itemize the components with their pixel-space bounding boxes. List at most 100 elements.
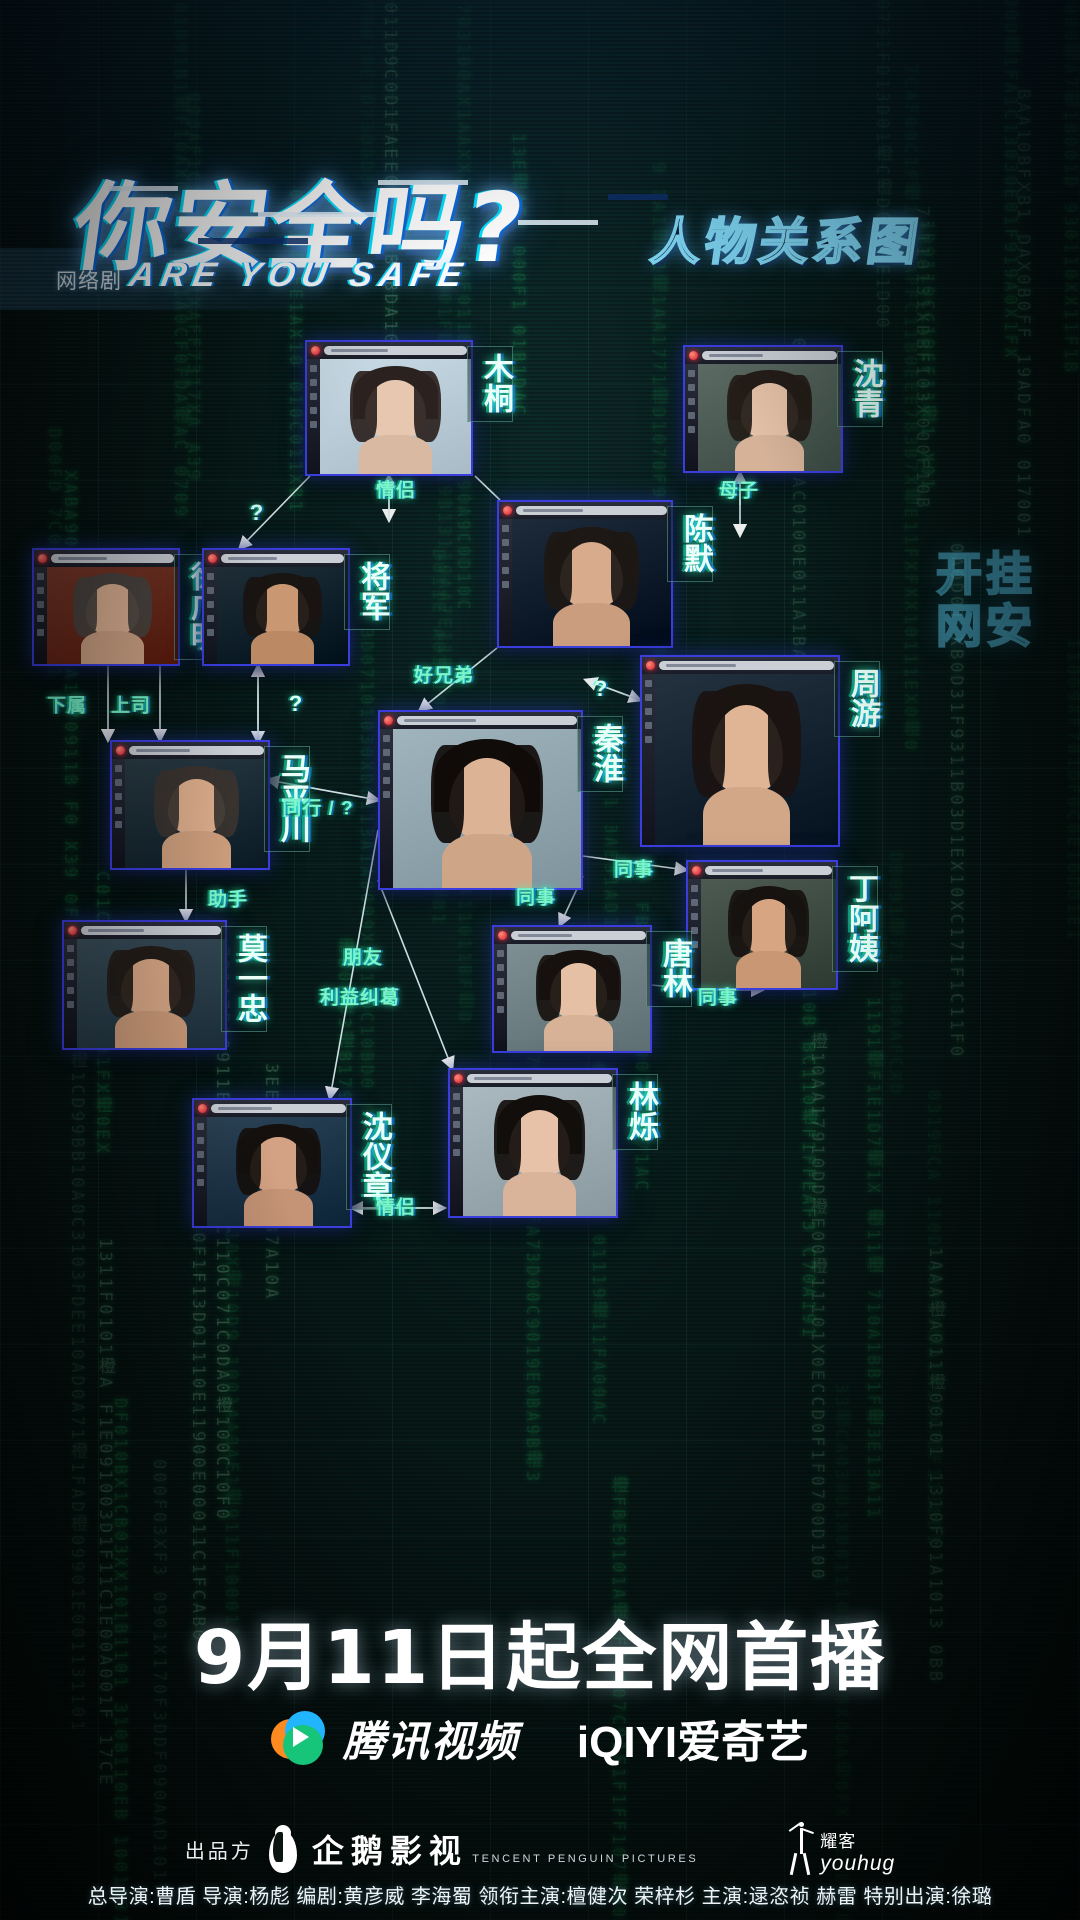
relation-label: ? — [289, 691, 303, 717]
address-bar[interactable] — [129, 746, 264, 755]
chart-icon — [207, 587, 214, 594]
iqiyi-logo[interactable]: iQIYI爱奇艺 — [577, 1706, 809, 1770]
chart-icon — [497, 964, 504, 971]
grid-icon — [453, 1121, 460, 1128]
chart-icon — [453, 1107, 460, 1114]
address-bar[interactable] — [324, 346, 467, 355]
relation-label: 同行 / ? — [282, 794, 353, 821]
browser-badge-icon — [68, 926, 77, 935]
user-icon — [691, 927, 698, 934]
character-name: 秦淮 — [577, 716, 623, 792]
character-card-tanglin[interactable]: 唐林 — [492, 925, 652, 1053]
tencent-video-logo[interactable]: 腾讯视频 — [271, 1708, 519, 1769]
home-icon — [67, 945, 74, 952]
home-icon — [691, 885, 698, 892]
grid-icon — [645, 708, 652, 715]
address-bar[interactable] — [81, 926, 221, 935]
character-card-maping[interactable]: 马平川 — [110, 740, 270, 870]
relation-label: 上司 — [111, 691, 151, 718]
gear-icon — [688, 426, 695, 433]
address-bar[interactable] — [511, 931, 646, 940]
relation-label: 情侣 — [376, 1193, 416, 1220]
browser-sidebar — [194, 1117, 207, 1226]
browser-chrome — [380, 712, 581, 729]
chart-icon — [691, 899, 698, 906]
browser-badge-icon — [311, 346, 320, 355]
address-bar[interactable] — [705, 866, 832, 875]
browser-badge-icon — [38, 554, 47, 563]
character-card-linshuo[interactable]: 林烁 — [448, 1068, 618, 1218]
platform-logos: 腾讯视频 iQIYI爱奇艺 — [0, 1706, 1080, 1770]
browser-chrome — [499, 502, 671, 519]
character-card-chenmo[interactable]: 陈默 — [497, 500, 673, 648]
browser-sidebar — [380, 729, 393, 888]
character-card-dingayi[interactable]: 丁阿姨 — [686, 860, 838, 990]
address-bar[interactable] — [702, 351, 837, 360]
character-card-mutong[interactable]: 木桐 — [305, 340, 473, 476]
producer-name-cn: 企鹅影视 — [312, 1833, 468, 1869]
chart-icon — [502, 539, 509, 546]
youhug-label-cn: 耀客 — [820, 1832, 856, 1851]
character-photo — [698, 364, 841, 471]
browser-badge-icon — [692, 866, 701, 875]
browser-badge-icon — [689, 351, 698, 360]
user-icon — [115, 807, 122, 814]
browser-sidebar — [450, 1087, 463, 1216]
home-icon — [37, 573, 44, 580]
browser-sidebar — [642, 674, 655, 845]
character-photo — [320, 359, 471, 474]
relation-label: 利益纠葛 — [320, 983, 400, 1010]
address-bar[interactable] — [51, 554, 174, 563]
character-photo — [655, 674, 838, 845]
home-icon — [688, 370, 695, 377]
character-photo — [512, 519, 671, 646]
user-icon — [688, 412, 695, 419]
browser-chrome — [307, 342, 471, 359]
character-card-xuguangming[interactable]: 徐广明 — [32, 548, 180, 666]
grid-icon — [691, 913, 698, 920]
character-name: 陈默 — [667, 506, 713, 582]
grid-icon — [67, 973, 74, 980]
address-bar[interactable] — [659, 661, 834, 670]
character-card-shenqing[interactable]: 沈青 — [683, 345, 843, 473]
user-icon — [383, 777, 390, 784]
browser-chrome — [450, 1070, 616, 1087]
character-name: 莫一忠 — [221, 926, 267, 1032]
home-icon — [383, 735, 390, 742]
grid-icon — [310, 393, 317, 400]
gear-icon — [691, 941, 698, 948]
grid-icon — [207, 601, 214, 608]
character-card-moyizhong[interactable]: 莫一忠 — [62, 920, 227, 1050]
gear-icon — [645, 736, 652, 743]
address-bar[interactable] — [516, 506, 667, 515]
grid-icon — [688, 398, 695, 405]
browser-chrome — [688, 862, 836, 879]
browser-badge-icon — [498, 931, 507, 940]
character-card-shenyizhang[interactable]: 沈仪章 — [192, 1098, 352, 1228]
browser-badge-icon — [198, 1104, 207, 1113]
browser-sidebar — [685, 364, 698, 471]
character-card-qinhuai[interactable]: 秦淮 — [378, 710, 583, 890]
credits-line: 总导演:曹盾 导演:杨彪 编剧:黄彦威 李海蜀 领衔主演:檀健次 荣梓杉 主演:… — [0, 1880, 1080, 1909]
premiere-date: 9月11日起全网首播 — [0, 1598, 1080, 1705]
browser-sidebar — [112, 759, 125, 868]
home-icon — [207, 573, 214, 580]
browser-badge-icon — [208, 554, 217, 563]
address-bar[interactable] — [467, 1074, 612, 1083]
chart-icon — [383, 749, 390, 756]
user-icon — [502, 567, 509, 574]
address-bar[interactable] — [221, 554, 344, 563]
chart-icon — [688, 384, 695, 391]
relation-label: ? — [594, 676, 608, 702]
browser-badge-icon — [384, 716, 393, 725]
character-card-jiangjun[interactable]: 将军 — [202, 548, 350, 666]
gear-icon — [383, 791, 390, 798]
character-card-zhouyou[interactable]: 周游 — [640, 655, 840, 847]
address-bar[interactable] — [211, 1104, 346, 1113]
home-icon — [645, 680, 652, 687]
address-bar[interactable] — [397, 716, 577, 725]
character-photo — [393, 729, 581, 888]
browser-sidebar — [307, 359, 320, 474]
play-icon — [271, 1711, 329, 1765]
relation-label: 朋友 — [343, 943, 383, 970]
